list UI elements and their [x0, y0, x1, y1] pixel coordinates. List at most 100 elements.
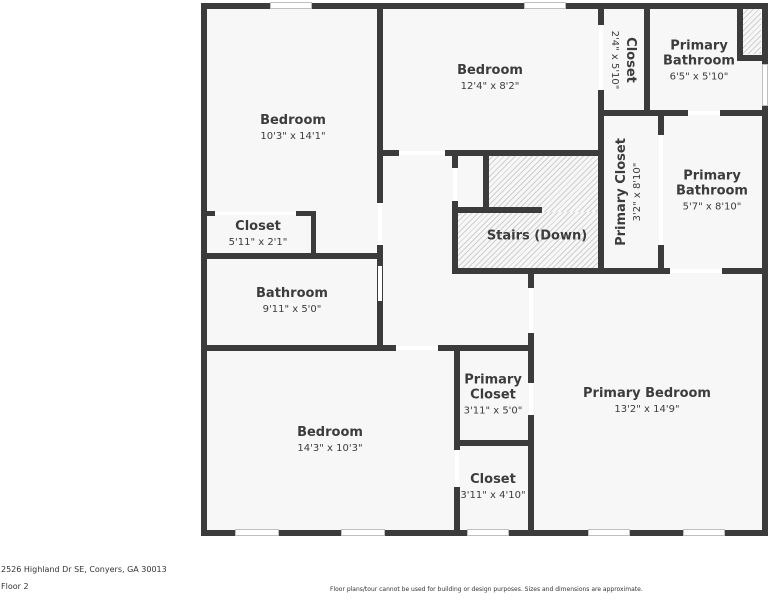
room-name-line2: Bathroom: [676, 183, 748, 199]
wall-closets-west-top: [454, 345, 460, 450]
room-name-line2: Closet: [470, 387, 516, 403]
wall-ext-top: [201, 3, 767, 9]
room-name: Bedroom: [457, 62, 523, 78]
doorway: [453, 168, 457, 201]
room-label-primary-closet-e: Primary Closet 3'2" x 8'10": [613, 138, 643, 246]
doorway: [396, 346, 438, 350]
doorway: [529, 288, 533, 333]
wall-n-bedroom-east-top: [598, 3, 604, 25]
stairs-hatch: [488, 156, 598, 212]
room-label-primary-bath-e: Primary Bathroom 5'7" x 8'10": [676, 168, 748, 213]
wall-closet-n-east: [644, 3, 650, 116]
room-name: Closet: [470, 471, 516, 487]
room-label-primary-bedroom: Primary Bedroom 13'2" x 14'9": [583, 385, 711, 415]
room-name: Closet: [235, 218, 281, 234]
room-dims: 6'5" x 5'10": [669, 71, 729, 83]
doorway: [215, 212, 296, 215]
wall-primary-bedroom-west-bot: [528, 415, 534, 536]
wall-ne-bath-bottom-left: [598, 110, 688, 116]
chase-hatch: [743, 9, 761, 54]
wall-bath-bottom: [201, 345, 396, 351]
wall-closets-divider: [454, 440, 534, 446]
doorway: [529, 383, 533, 415]
wall-primary-bedroom-west-top: [528, 268, 534, 288]
room-name: Bedroom: [260, 112, 326, 128]
wall-stairs-mid: [452, 207, 542, 213]
disclaimer: Floor plans/tour cannot be used for buil…: [330, 586, 643, 593]
room-dims: 13'2" x 14'9": [614, 403, 680, 415]
wall-ext-left: [201, 3, 207, 536]
room-dims: 10'3" x 14'1": [260, 130, 326, 142]
window: [588, 529, 630, 536]
room-name: Closet: [623, 37, 639, 83]
room-dims: 3'2" x 8'10": [631, 162, 643, 222]
window: [270, 2, 312, 9]
wall-n-bedroom-east-bottom: [598, 90, 604, 270]
window: [235, 529, 279, 536]
wall-primary-bedroom-west-mid: [528, 333, 534, 383]
room-dims: 2'4" x 5'10": [609, 30, 621, 90]
doorway: [378, 203, 382, 245]
window: [467, 529, 509, 536]
wall-nw-bedroom-east: [377, 3, 383, 203]
room-name: Bathroom: [256, 285, 328, 301]
wall-stairs-left-bot: [452, 201, 458, 269]
window: [341, 529, 385, 536]
wall-closet-nw-east: [311, 211, 316, 258]
wall-closets-west-bottom: [454, 487, 460, 536]
wall-chase-left: [737, 3, 743, 61]
wall-ne-bath-bottom-right: [720, 110, 768, 116]
room-label-primary-closet-s: Primary Closet 3'11" x 5'0": [463, 372, 523, 417]
floor-label: Floor 2: [1, 582, 29, 591]
wall-n-bedroom-bottom-right: [445, 150, 604, 156]
room-label-closet-n: Closet 2'4" x 5'10": [609, 30, 639, 90]
room-dims: 5'11" x 2'1": [228, 236, 288, 248]
wall-primary-closet-east-bottom: [658, 245, 664, 274]
room-dims: 3'11" x 4'10": [460, 489, 526, 501]
stairs-hatch-lower: [457, 212, 598, 269]
wall-hall-bottom-right: [438, 345, 533, 351]
wall-primary-bath-bottom-right: [722, 268, 768, 274]
doorway: [659, 135, 663, 245]
wall-stairs-left-top: [452, 150, 458, 168]
room-dims: 5'7" x 8'10": [682, 201, 742, 213]
doorway: [378, 266, 382, 301]
wall-stairs-bottom: [452, 268, 670, 274]
doorway: [455, 450, 459, 487]
wall-closet-nw-top-left: [201, 211, 215, 216]
doorway: [599, 25, 603, 90]
doorway: [399, 151, 445, 155]
room-label-bedroom-nw: Bedroom 10'3" x 14'1": [260, 112, 326, 142]
room-label-bathroom-w: Bathroom 9'11" x 5'0": [256, 285, 328, 315]
room-label-bedroom-sw: Bedroom 14'3" x 10'3": [297, 424, 363, 454]
doorway: [670, 269, 722, 273]
room-name: Bedroom: [297, 424, 363, 440]
room-name-line1: Primary: [670, 38, 728, 54]
window: [762, 64, 768, 106]
room-label-primary-bath-ne: Primary Bathroom 6'5" x 5'10": [663, 38, 735, 83]
room-dims: 9'11" x 5'0": [262, 303, 322, 315]
wall-primary-closet-east-top: [658, 110, 664, 135]
wall-chase-bottom: [737, 55, 768, 61]
room-name: Primary Closet: [613, 138, 629, 246]
room-label-bedroom-n: Bedroom 12'4" x 8'2": [457, 62, 523, 92]
room-dims: 3'11" x 5'0": [463, 405, 523, 417]
room-name: Primary Bedroom: [583, 385, 711, 401]
wall-n-bedroom-bottom-left: [377, 150, 399, 156]
wall-bath-top: [201, 253, 383, 259]
room-label-closet-s: Closet 3'11" x 4'10": [460, 471, 526, 501]
room-name-line2: Bathroom: [663, 53, 735, 69]
wall-closet-nw-top-right: [296, 211, 316, 216]
wall-stairs-inner: [483, 150, 489, 212]
room-name-line1: Primary: [683, 168, 741, 184]
window: [683, 529, 725, 536]
window: [524, 2, 566, 9]
room-label-closet-nw: Closet 5'11" x 2'1": [228, 218, 288, 248]
room-dims: 14'3" x 10'3": [297, 442, 363, 454]
address: 2526 Highland Dr SE, Conyers, GA 30013: [1, 565, 167, 574]
room-dims: 12'4" x 8'2": [460, 80, 520, 92]
room-name-line1: Primary: [464, 372, 522, 388]
room-name: Stairs (Down): [486, 228, 588, 244]
room-label-stairs: Stairs (Down): [486, 228, 588, 245]
